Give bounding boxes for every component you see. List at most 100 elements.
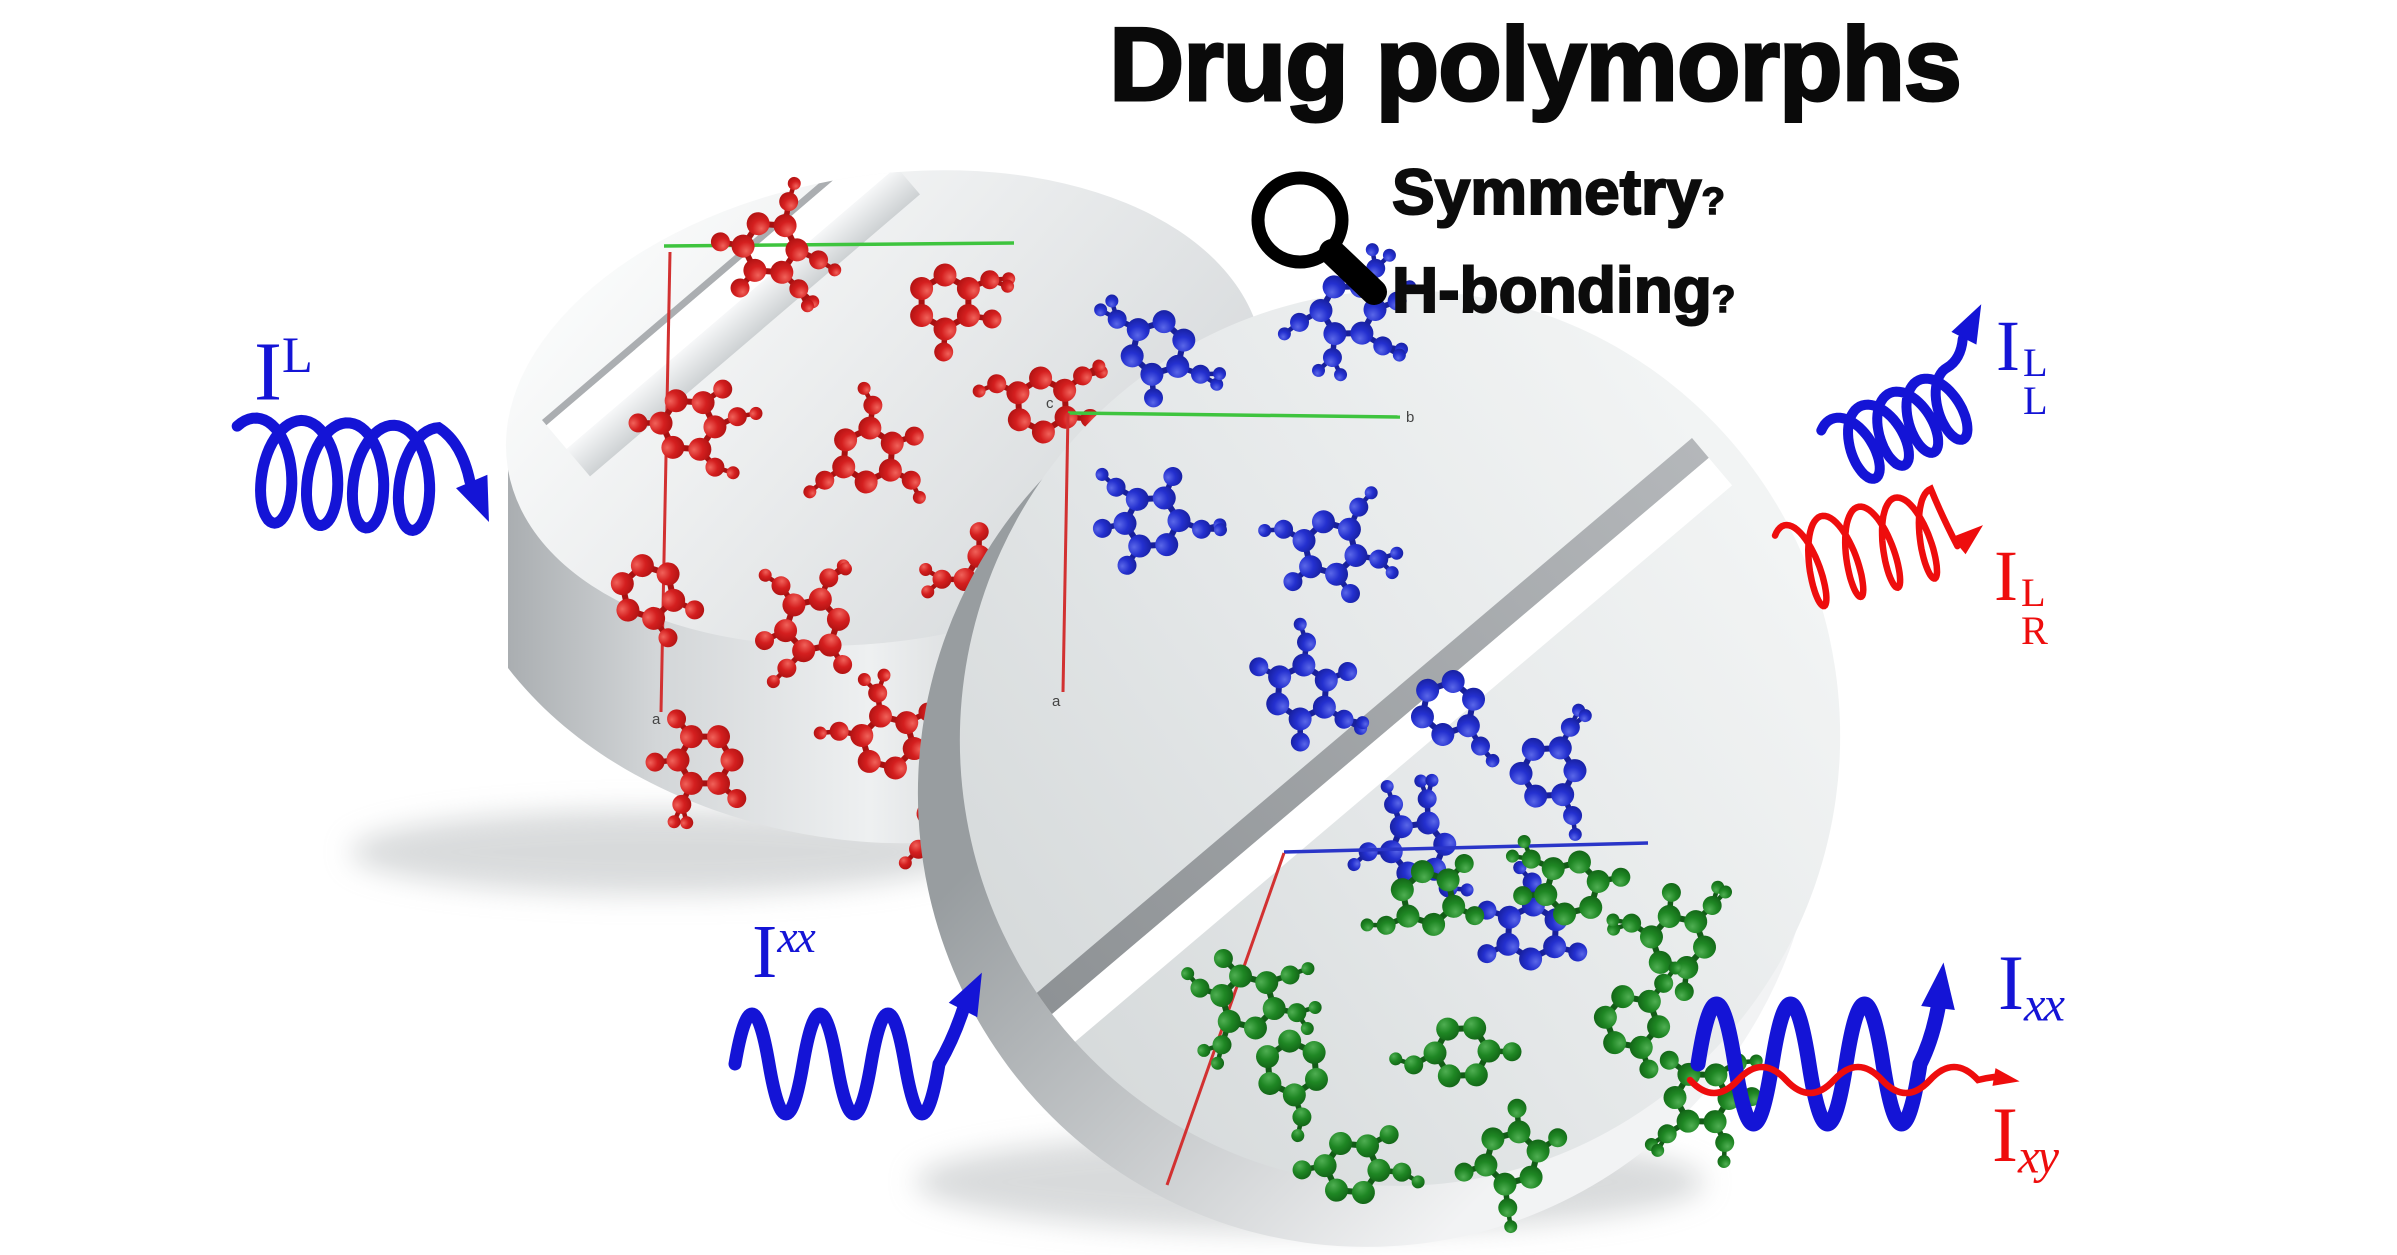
atoms (1454, 1098, 1568, 1234)
atom (1291, 1129, 1305, 1143)
arrowhead (1951, 525, 1984, 555)
atom (1144, 388, 1164, 408)
atom (1534, 883, 1558, 907)
atom (1441, 669, 1465, 693)
atom (1481, 1127, 1505, 1151)
atom (1365, 243, 1379, 257)
atoms (1249, 617, 1370, 752)
molecule-cluster (1505, 834, 1631, 926)
atom (743, 258, 767, 282)
atom (1463, 1016, 1487, 1040)
atom (1517, 834, 1531, 848)
figure-title: Drug polymorphs (1108, 6, 1964, 125)
atom (1425, 773, 1439, 787)
atom (863, 395, 883, 415)
cpl-coil-scattered-left (1816, 304, 1982, 484)
molecule-cluster (803, 381, 926, 504)
question-mark: ? (1711, 277, 1736, 322)
atom (1356, 716, 1370, 730)
atom (932, 569, 952, 589)
atom (779, 192, 799, 212)
atom (1637, 989, 1661, 1013)
atoms (1360, 854, 1485, 936)
groove-wall (1000, 438, 1709, 1044)
atom (1392, 348, 1406, 362)
atom (1639, 1059, 1659, 1079)
atom (1379, 1125, 1399, 1145)
wave-path (728, 1003, 970, 1121)
atom (1282, 1083, 1306, 1107)
atom (956, 304, 980, 328)
molecule-cluster (1606, 880, 1733, 1002)
molecule-cluster (1593, 961, 1682, 1079)
molecule-cluster (1410, 669, 1500, 768)
atom (1519, 1165, 1543, 1189)
atom (934, 342, 954, 362)
atom (933, 263, 957, 287)
atom (1249, 657, 1269, 677)
atoms (710, 176, 842, 313)
atom (818, 633, 842, 657)
atom (707, 771, 731, 795)
atoms (1389, 1016, 1522, 1088)
atom (1299, 555, 1323, 579)
atom (1675, 956, 1699, 980)
atom (1493, 1172, 1517, 1196)
atom (1676, 1109, 1700, 1133)
atom (1229, 964, 1253, 988)
atom (1334, 709, 1354, 729)
atom (1593, 1005, 1617, 1029)
atom (1513, 886, 1533, 906)
atom (1217, 1009, 1241, 1033)
atom (1622, 913, 1642, 933)
atom (1654, 973, 1674, 993)
atom (895, 711, 919, 735)
atom (1560, 717, 1580, 737)
atom (1197, 1043, 1211, 1057)
cpl-coil-scattered-right (1771, 484, 1984, 610)
atom (1674, 982, 1694, 1002)
atom (1293, 617, 1307, 631)
atom (1647, 1015, 1671, 1039)
arrowhead (1951, 304, 1982, 345)
atom (1410, 860, 1434, 884)
atom (1367, 1158, 1391, 1182)
arrowhead (456, 474, 489, 522)
atom (1392, 1162, 1412, 1182)
atom (1548, 736, 1572, 760)
atom (782, 593, 806, 617)
atom (1382, 248, 1396, 262)
atom (1471, 736, 1491, 756)
atom (1376, 915, 1396, 935)
atoms (910, 263, 1016, 362)
atom (868, 683, 888, 703)
atoms (610, 554, 705, 648)
atom (1312, 363, 1326, 377)
atom (713, 379, 733, 399)
atom (1403, 280, 1417, 294)
wave-incident (728, 972, 982, 1121)
label-scattered-cross: Ixy (1992, 1091, 2059, 1184)
atom (1668, 961, 1682, 975)
atom (921, 585, 935, 599)
atom (1262, 997, 1286, 1021)
atom (1212, 1035, 1232, 1055)
score-gap-white (546, 143, 897, 450)
molecule-cluster (910, 263, 1016, 362)
question-symmetry: Symmetry? (1391, 155, 1726, 229)
atom (1155, 533, 1179, 557)
cell-axis-b (1283, 841, 1649, 854)
atom (688, 437, 712, 461)
atom (774, 619, 798, 643)
atom (1344, 543, 1368, 567)
atom (1416, 811, 1440, 835)
atom (1007, 408, 1031, 432)
atom (800, 299, 814, 313)
atom (869, 704, 893, 728)
atom (1703, 1110, 1727, 1134)
atom (1347, 858, 1361, 872)
atom (731, 234, 755, 258)
atom (1266, 692, 1290, 716)
atom (1322, 275, 1346, 299)
